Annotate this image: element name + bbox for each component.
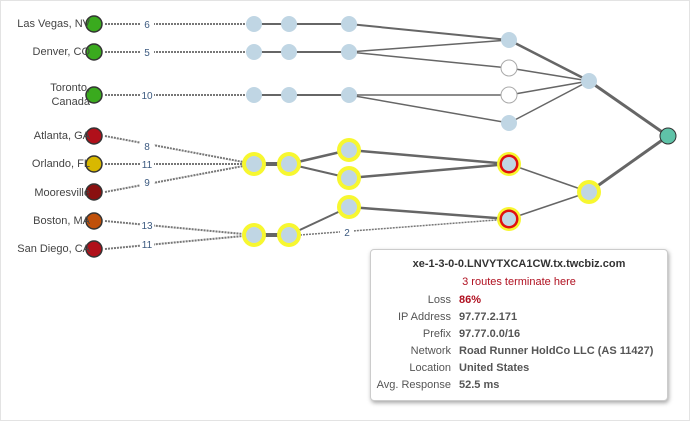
hop-count-label: 6 (144, 20, 150, 31)
path-edge (104, 234, 255, 250)
hop-label-bg (340, 226, 354, 238)
hop-label-bg (140, 238, 154, 250)
hop-node[interactable] (341, 170, 357, 186)
source-label: Atlanta, GA (33, 130, 90, 142)
path-edge (348, 39, 510, 53)
hop-label-bg (140, 219, 154, 231)
source-label: Boston, MA (33, 215, 90, 227)
hop-label-bg (140, 176, 154, 188)
source-node-6[interactable] (85, 212, 103, 230)
source-node-4[interactable] (85, 155, 103, 173)
source-label: Las Vegas, NV (17, 18, 90, 30)
location-value: United States (459, 361, 530, 374)
response-value: 52.5 ms (459, 378, 500, 391)
path-edge (348, 148, 510, 166)
network-value: Road Runner HoldCo LLC (AS 11427) (459, 344, 654, 357)
location-key: Location (409, 361, 451, 374)
hop-node[interactable] (502, 157, 516, 171)
hop-count-label: 2 (344, 228, 350, 239)
path-edge (348, 94, 510, 124)
hop-label-bg (140, 18, 154, 30)
hop-node[interactable] (501, 115, 517, 131)
tooltip-terminate-note: 3 routes terminate here (462, 276, 576, 288)
hop-node[interactable] (502, 212, 516, 226)
hop-node[interactable] (246, 227, 262, 243)
hop-count-label: 9 (144, 178, 150, 189)
loss-key: Loss (427, 293, 451, 306)
path-edge (508, 80, 590, 124)
hop-count-label: 8 (144, 142, 150, 153)
hop-node[interactable] (500, 59, 518, 77)
path-edge (348, 205, 510, 221)
hop-count-label: 10 (141, 91, 153, 102)
hop-node[interactable] (341, 16, 357, 32)
hop-count-label: 5 (144, 48, 150, 59)
source-node-0[interactable] (85, 15, 103, 33)
hop-node[interactable] (281, 227, 297, 243)
source-node-1[interactable] (85, 43, 103, 61)
path-edge (508, 191, 590, 220)
source-label: Orlando, FL (31, 158, 90, 170)
source-node-5[interactable] (85, 183, 103, 201)
path-edge (508, 67, 590, 82)
path-edge (508, 80, 590, 96)
hop-node[interactable] (659, 127, 677, 145)
hop-count-label: 13 (141, 221, 153, 232)
source-label: Denver, CO (32, 46, 90, 58)
hop-node[interactable] (246, 16, 262, 32)
hop-node[interactable] (501, 32, 517, 48)
path-edge (104, 220, 255, 236)
path-edge (588, 134, 669, 194)
source-node-7[interactable] (85, 240, 103, 258)
hop-node[interactable] (341, 87, 357, 103)
tooltip-details: Loss 86% IP Address 97.77.2.171 Prefix 97.7… (371, 291, 657, 393)
hop-label-bg (140, 140, 154, 152)
tooltip-hostname: xe-1-3-0-0.LNVYTXCA1CW.tx.twcbiz.com (412, 258, 626, 270)
hop-node[interactable] (281, 44, 297, 60)
network-key: Network (410, 344, 451, 357)
prefix-value: 97.77.0.0/16 (459, 327, 521, 340)
hop-node[interactable] (246, 156, 262, 172)
hop-node[interactable] (581, 73, 597, 89)
prefix-key: Prefix (422, 327, 451, 340)
loss-value: 86% (459, 293, 482, 306)
hop-label-bg (140, 158, 154, 170)
source-label: Mooresville (34, 187, 90, 199)
source-node-3[interactable] (85, 127, 103, 145)
path-edge (299, 218, 510, 236)
response-key: Avg. Response (376, 378, 451, 391)
path-edge (348, 162, 510, 180)
path-edge (104, 163, 255, 193)
path-edge (508, 38, 590, 83)
hop-count-label: 11 (142, 160, 153, 171)
hop-node[interactable] (246, 44, 262, 60)
hop-node[interactable] (281, 156, 297, 172)
source-label: San Diego, CA (17, 243, 90, 255)
path-edge (588, 79, 669, 138)
hop-node[interactable] (341, 44, 357, 60)
hop-count-label: 11 (142, 240, 153, 251)
source-node-2[interactable] (85, 86, 103, 104)
hop-node[interactable] (281, 87, 297, 103)
hop-node[interactable] (246, 87, 262, 103)
hop-node[interactable] (500, 86, 518, 104)
hop-label-bg (140, 89, 154, 101)
hop-label-bg (140, 46, 154, 58)
hop-node[interactable] (281, 16, 297, 32)
ip-value: 97.77.2.171 (459, 310, 518, 323)
source-label: Toronto, Canada (50, 82, 90, 108)
hop-node[interactable] (341, 142, 357, 158)
hop-tooltip: xe-1-3-0-0.LNVYTXCA1CW.tx.twcbiz.com 3 r… (370, 249, 668, 401)
path-edge (508, 163, 590, 193)
hop-node[interactable] (581, 184, 597, 200)
path-edge (348, 51, 510, 69)
hop-node[interactable] (341, 199, 357, 215)
path-edge (348, 23, 510, 41)
path-edge (104, 135, 255, 165)
ip-key: IP Address (398, 310, 451, 323)
